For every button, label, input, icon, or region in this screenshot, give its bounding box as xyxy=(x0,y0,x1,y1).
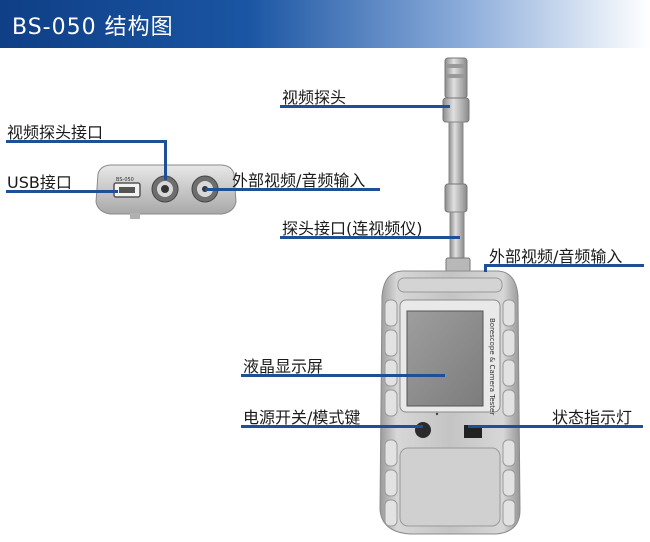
label-probe-port: 视频探头接口 xyxy=(7,123,104,142)
leader-lcd-screen xyxy=(241,374,445,377)
leader-status-led xyxy=(468,425,643,428)
label-power-mode-key: 电源开关/模式键 xyxy=(243,408,361,427)
leader-power-mode-key xyxy=(241,425,423,428)
label-usb-port: USB接口 xyxy=(7,173,72,192)
port-text: BS-050 xyxy=(116,177,134,183)
label-probe-interface: 探头接口(连视频仪) xyxy=(282,219,423,238)
leader-usb-port xyxy=(6,190,118,193)
leader-probe-interface xyxy=(280,236,460,239)
label-av-input-side: 外部视频/音频输入 xyxy=(489,247,623,266)
leader-av-input-top xyxy=(205,188,380,191)
device-front-view: Borescope & Camera Tester xyxy=(379,270,521,535)
label-lcd-screen: 液晶显示屏 xyxy=(243,357,324,376)
lcd-screen-shape xyxy=(406,310,484,407)
status-led-shape xyxy=(464,425,482,438)
leader-probe-port-v xyxy=(164,140,167,180)
device-side-text: Borescope & Camera Tester xyxy=(488,318,496,415)
leader-probe-port-h xyxy=(6,140,166,143)
leader-av-input-side-h xyxy=(484,264,644,267)
label-av-input-top: 外部视频/音频输入 xyxy=(232,171,366,190)
page-title: BS-050 结构图 xyxy=(12,15,174,40)
device-top-view: BS-050 xyxy=(95,164,237,219)
label-video-probe: 视频探头 xyxy=(282,88,347,107)
label-status-led: 状态指示灯 xyxy=(552,408,633,427)
header-banner: BS-050 结构图 xyxy=(0,0,650,48)
video-probe-shape xyxy=(442,57,471,273)
leader-av-input-side-v xyxy=(484,264,487,272)
leader-video-probe xyxy=(280,105,450,108)
